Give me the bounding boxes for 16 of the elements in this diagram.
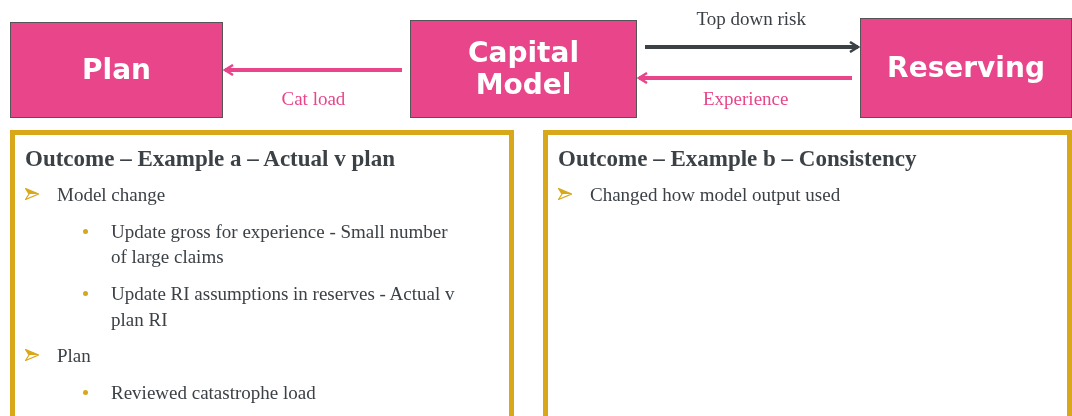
process-box: Reserving [860, 18, 1072, 118]
panel-heading: Outcome – Example a – Actual v plan [25, 145, 396, 173]
process-box: Plan [10, 22, 223, 118]
bullet-text: Update gross for experience - Small number of large claims [111, 220, 448, 268]
outcome-panel [543, 130, 1072, 416]
arrow [223, 63, 402, 77]
bullet-text: Changed how model output used [590, 184, 841, 206]
bullet-text: Model change [57, 184, 166, 206]
bullet-text: Reviewed catastrophe load [111, 381, 316, 403]
bullet-text: Plan [57, 345, 91, 367]
arrow [645, 40, 860, 54]
bullet-text: Update RI assumptions in reserves - Actual v plan RI [111, 282, 455, 330]
outcome-panel [10, 130, 514, 416]
panel-heading: Outcome – Example b – Consistency [558, 145, 918, 173]
arrow [637, 71, 852, 85]
process-box: Capital Model [410, 20, 637, 118]
